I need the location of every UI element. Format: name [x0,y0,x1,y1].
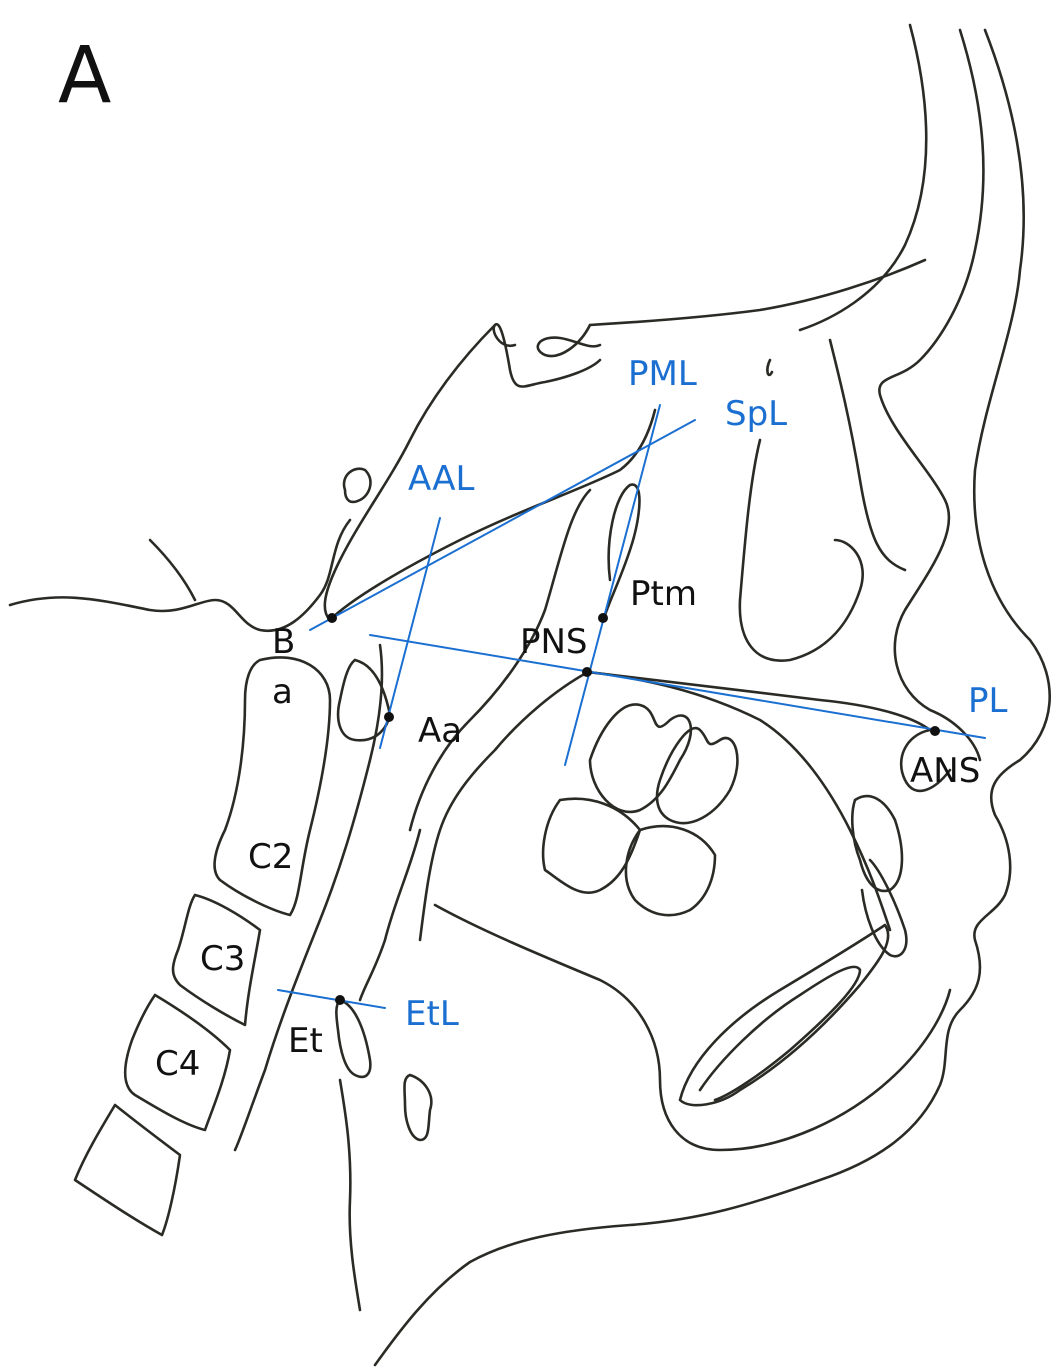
landmark-ptm-point [598,613,608,623]
label-et: Et [288,1021,323,1061]
hard-palate [588,672,950,791]
anterior-cranial-base [538,325,600,356]
anatomy-outlines [10,25,1050,1365]
label-a: a [272,672,293,712]
lower-molar-2 [626,826,715,915]
mastoid-process [344,469,370,502]
posterior-pharyngeal-wall [235,645,382,1150]
maxillary-sinus [740,440,863,661]
vertebra-c5 [75,1105,180,1235]
zygomatic-contour [767,360,772,375]
landmark-points [327,613,940,1005]
label-spl: SpL [725,394,787,434]
frontal-nasal-bone [879,30,983,760]
upper-molar-1 [590,704,691,812]
skull-base-line [590,260,925,325]
landmark-pns-point [582,667,592,677]
label-c4: C4 [155,1044,200,1084]
mandible-outer [435,905,950,1150]
label-aa: Aa [418,711,462,751]
clivus-inner [330,410,655,620]
label-ptm: Ptm [630,574,697,614]
landmark-b-point [327,613,337,623]
label-aal: AAL [408,459,474,499]
soft-tissue-profile [375,30,1050,1365]
label-pml: PML [628,354,697,394]
upper-molar-2 [657,728,737,823]
label-ans: ANS [910,751,980,791]
palate-lower [588,672,890,930]
pl-line [370,635,985,738]
landmark-ans-point [930,726,940,736]
reference-lines [278,405,985,1008]
orbit-contour [830,340,905,570]
label-pl: PL [968,681,1008,721]
label-b: B [272,622,295,662]
label-c3: C3 [200,939,245,979]
panel-label: A [58,31,111,121]
landmark-et-point [335,995,345,1005]
hyoid-bone [404,1075,431,1140]
incisor-upper [852,796,902,891]
mandible-symphysis-outer [680,925,888,1105]
epiglottis [336,1000,370,1077]
laryngeal-contour [340,1080,360,1310]
label-etl: EtL [405,994,459,1034]
occipital-upper [150,540,195,600]
landmark-labels: B a Aa PNS Ptm ANS C2 C3 C4 Et [155,574,980,1084]
label-c2: C2 [248,837,293,877]
anterior-airway-wall [360,830,420,1000]
landmark-aa-point [384,712,394,722]
etl-line [278,990,385,1008]
label-pns: PNS [520,622,588,662]
